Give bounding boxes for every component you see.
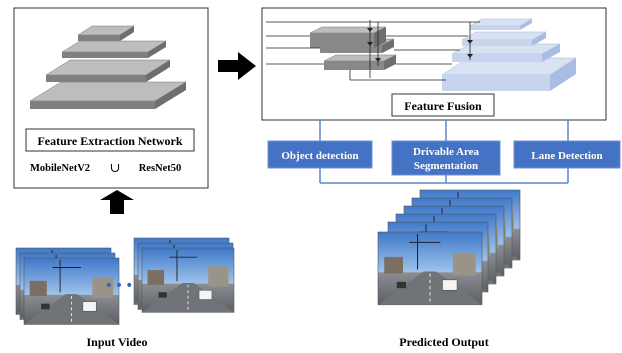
output-frame-front xyxy=(377,231,483,306)
head-drivable-area-label-line1: Drivable Area xyxy=(413,146,480,158)
feature-extraction-title: Feature Extraction Network xyxy=(37,134,182,148)
blue-feature-pyramid xyxy=(441,18,577,91)
predicted-output-stack xyxy=(377,189,521,306)
feature-fusion-title-box xyxy=(391,93,495,117)
head-connectors xyxy=(319,120,569,184)
frames-ellipsis: ••• xyxy=(105,278,136,294)
pyramid-layer-4-edge xyxy=(155,82,186,109)
input-frame-right xyxy=(141,247,235,313)
feature-fusion-panel: Feature Fusion xyxy=(261,7,607,121)
backbone-resnet50: ResNet50 xyxy=(139,163,182,174)
head-object-detection: Object detection xyxy=(267,140,373,169)
predicted-output-caption: Predicted Output xyxy=(399,335,488,349)
head-lane-detection: Lane Detection xyxy=(513,140,621,169)
head-object-detection-label: Object detection xyxy=(281,150,358,162)
pyramid-layer-3-edge xyxy=(146,60,170,82)
head-drivable-area-segmentation: Drivable Area Segmentation xyxy=(391,140,501,176)
pyramid-layer-2-side xyxy=(62,52,148,58)
gray-feature-pyramid xyxy=(309,26,397,70)
right-arrow xyxy=(218,52,256,80)
head-lane-detection-label: Lane Detection xyxy=(531,150,602,162)
union-symbol: ∪ xyxy=(110,160,121,175)
feature-extraction-title-box xyxy=(25,128,195,152)
head-drivable-area-label-line2: Segmentation xyxy=(414,160,478,172)
input-video-caption: Input Video xyxy=(86,335,147,349)
connector-arrowheads xyxy=(367,28,473,62)
pyramid-layer-1-side xyxy=(78,35,120,41)
pyramid-layer-1-edge xyxy=(120,26,134,41)
feature-fusion-title: Feature Fusion xyxy=(404,99,482,113)
feature-extraction-panel: Feature Extraction Network MobileNetV2 ∪… xyxy=(13,7,209,189)
backbone-pyramid xyxy=(29,25,187,109)
up-arrow xyxy=(100,190,134,214)
pyramid-layer-2 xyxy=(61,40,167,53)
backbone-mobilenetv2: MobileNetV2 xyxy=(30,163,90,174)
pyramid-layer-3-side xyxy=(46,75,146,82)
pyramid-layer-4-side xyxy=(30,101,155,109)
pyramid-layer-2-edge xyxy=(148,41,166,58)
